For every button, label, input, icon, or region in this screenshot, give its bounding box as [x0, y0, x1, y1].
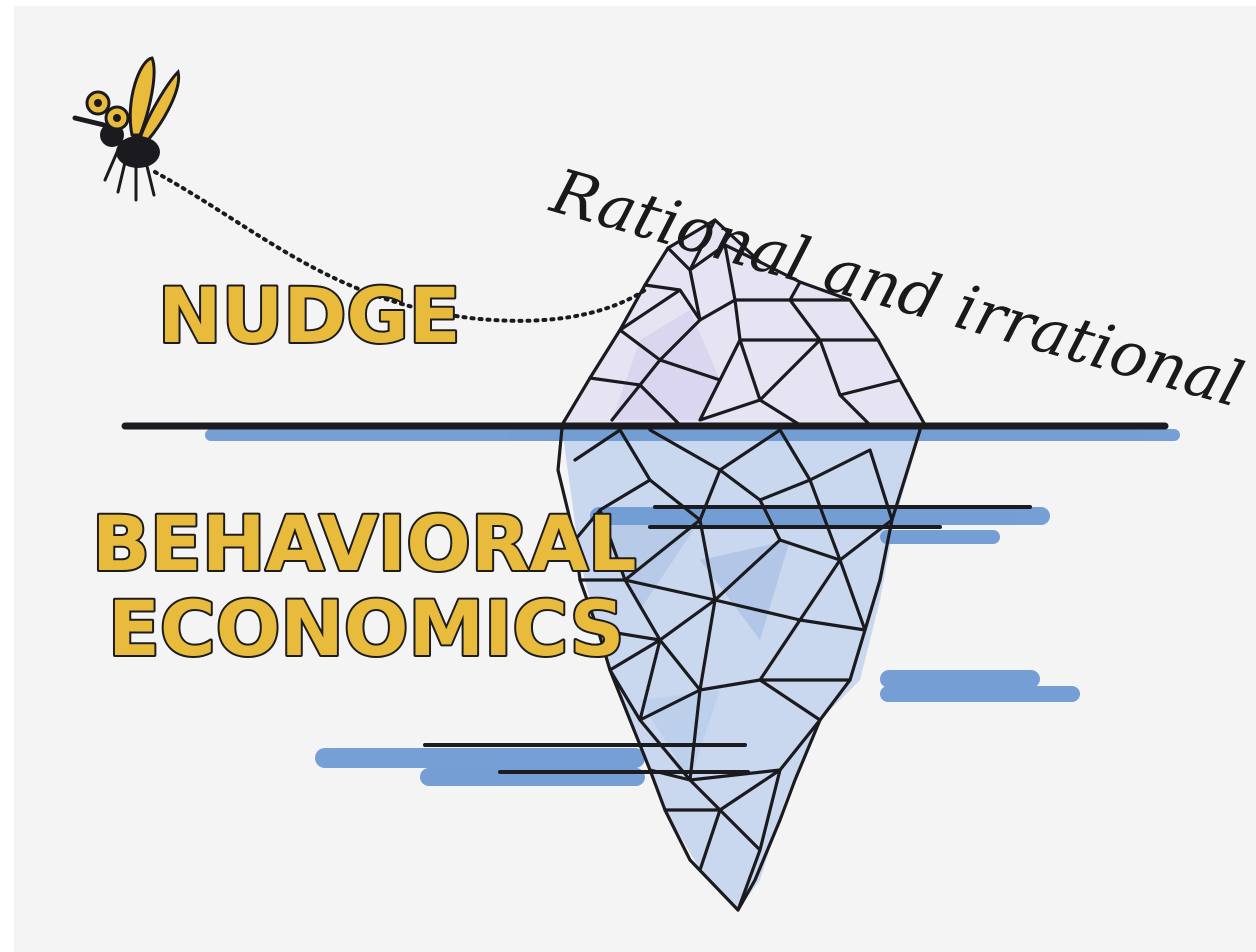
label-economics: ECONOMICS [108, 584, 624, 673]
mosquito-icon [72, 56, 181, 202]
label-nudge: NUDGE [158, 271, 461, 360]
iceberg-facets-above [560, 218, 927, 427]
iceberg-above-water [562, 220, 925, 425]
iceberg-submerged [562, 428, 922, 910]
water-shadows [205, 429, 1180, 786]
iceberg-facets-below [556, 426, 922, 912]
mosquito-flight-path [153, 170, 647, 323]
label-behavioral: BEHAVIORAL [92, 499, 637, 588]
